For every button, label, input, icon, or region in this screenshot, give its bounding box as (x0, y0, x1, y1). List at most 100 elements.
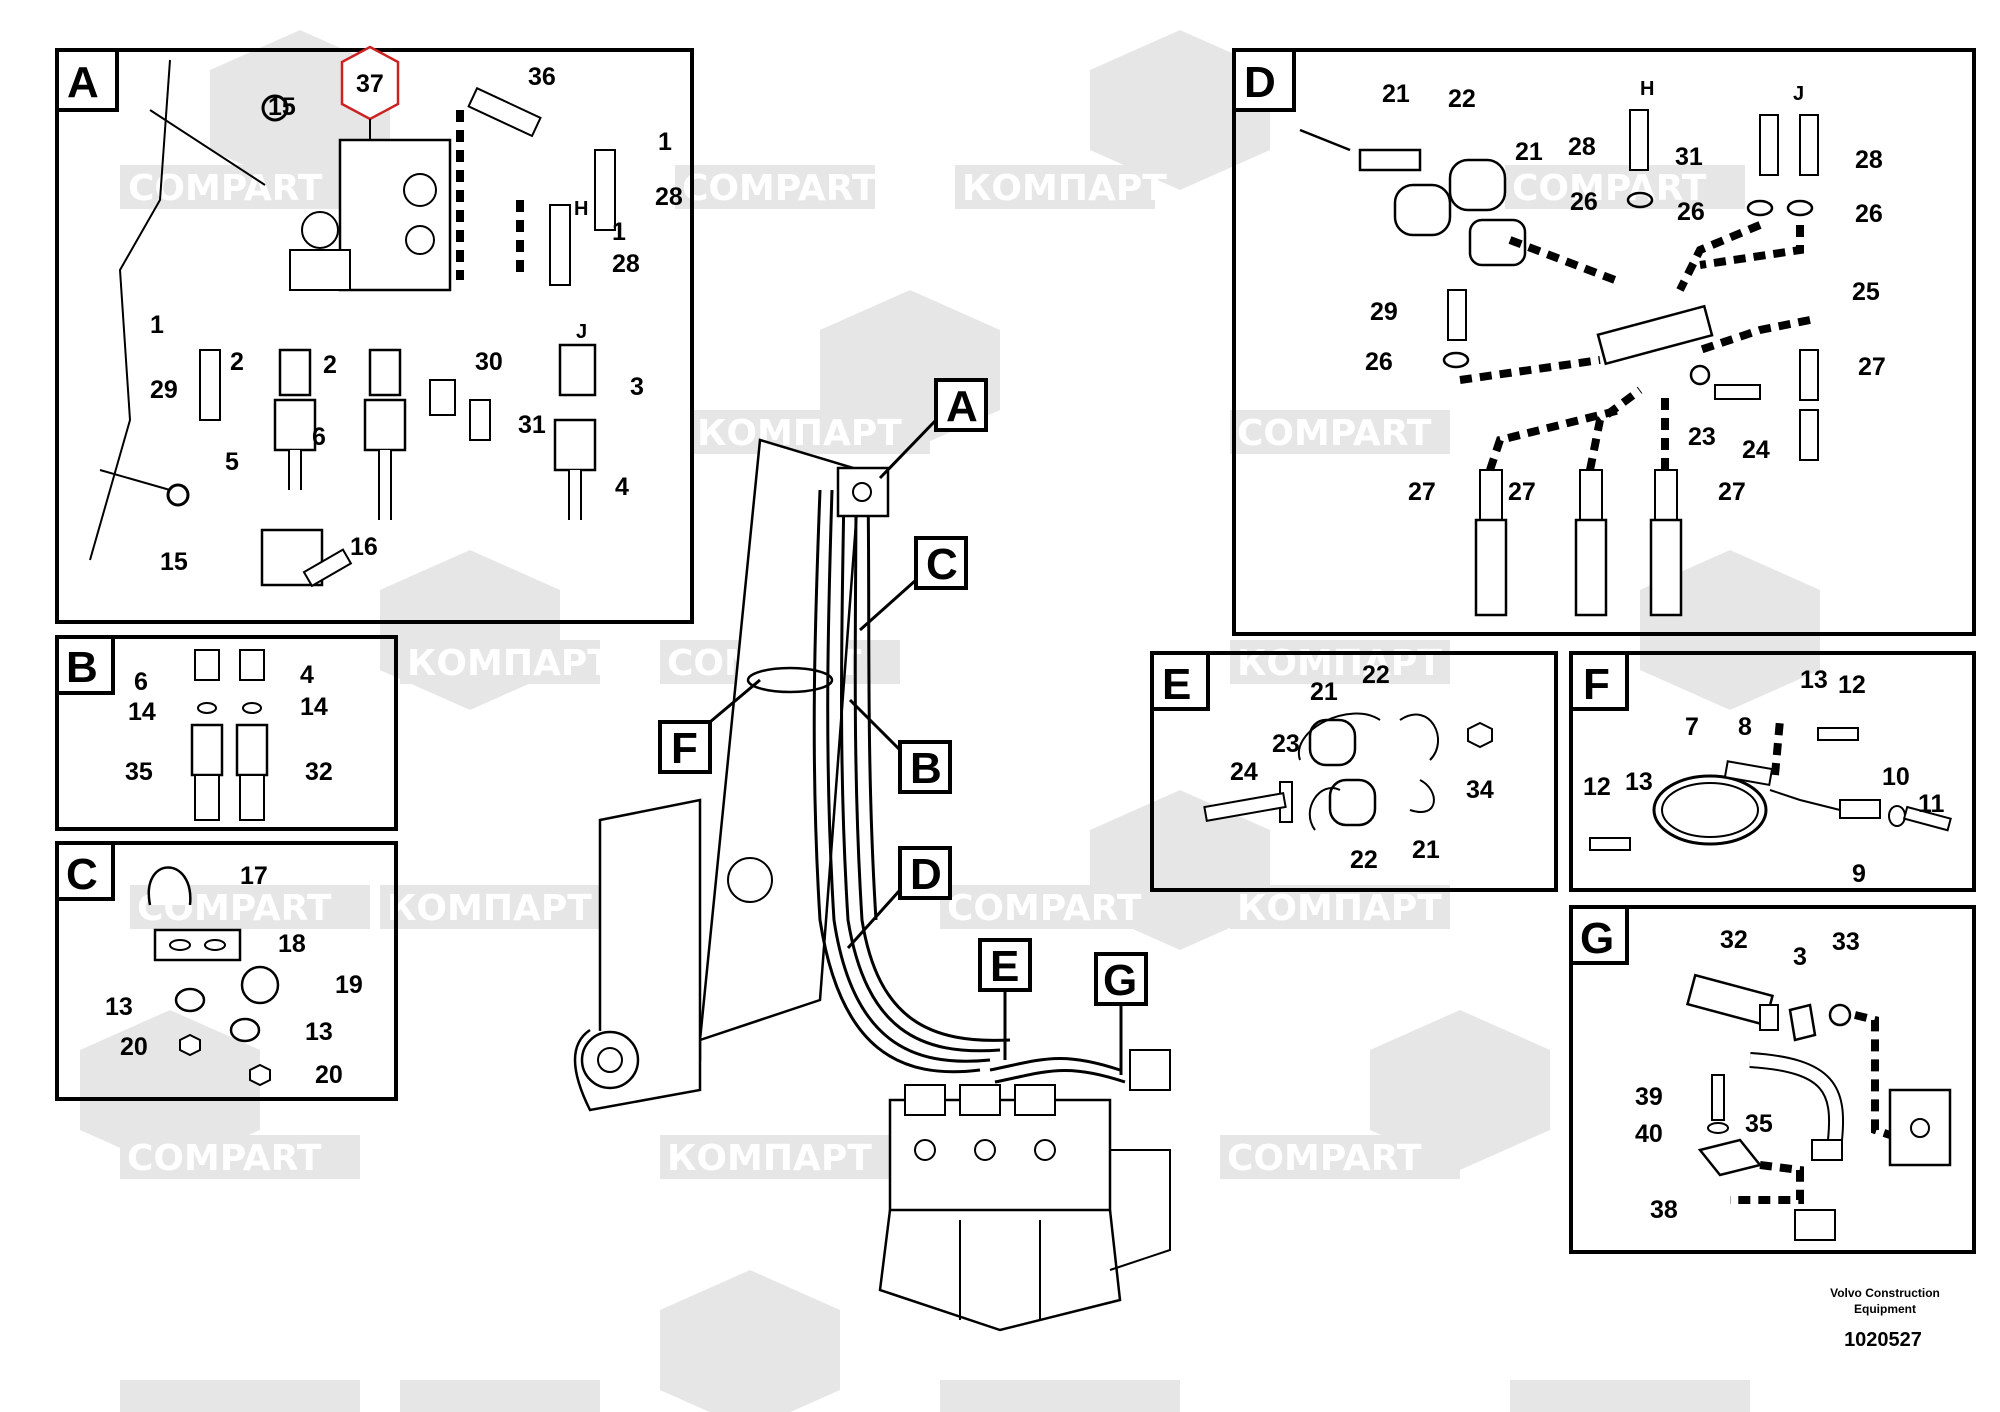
callout-e-letter: E (990, 942, 1019, 991)
part-label: 24 (1742, 436, 1770, 464)
panel-d: D (1232, 48, 1976, 636)
callout-f-letter: F (671, 724, 698, 773)
panel-g-letter: G (1580, 914, 1614, 963)
part-label: 16 (350, 533, 378, 561)
callout-g-letter: G (1103, 956, 1137, 1005)
part-label: 39 (1635, 1083, 1663, 1111)
watermark-text: COMPART (1237, 413, 1432, 454)
hose-label-j: J (1793, 83, 1804, 105)
part-label: 22 (1350, 846, 1378, 874)
panel-b-letter: B (66, 643, 98, 692)
watermark-text: КОМПАРТ (697, 413, 902, 454)
part-label: 27 (1858, 353, 1886, 381)
hose-label-j: J (576, 321, 587, 343)
watermark-text: КОМПАРТ (1237, 643, 1442, 684)
part-label: 36 (528, 63, 556, 91)
part-label: 3 (1793, 943, 1807, 971)
part-label: 10 (1882, 763, 1910, 791)
part-label: 21 (1310, 678, 1338, 706)
part-label: 1 (658, 128, 672, 156)
part-label: 22 (1362, 661, 1390, 689)
hose-label-h: H (1640, 78, 1654, 100)
part-label: 26 (1855, 200, 1883, 228)
part-label: 38 (1650, 1196, 1678, 1224)
drawing-number: 1020527 (1844, 1329, 1922, 1351)
watermark-text: COMPART (1227, 1138, 1422, 1179)
panel-f: F 13 12 7 8 12 13 10 11 9 (1569, 651, 1976, 892)
maker-name: Volvo Construction (1830, 1286, 1940, 1300)
part-label: 30 (475, 348, 503, 376)
watermark-text: COMPART (682, 168, 877, 209)
part-label: 29 (150, 376, 178, 404)
part-label: 13 (1800, 666, 1828, 694)
part-label: 26 (1365, 348, 1393, 376)
part-label: 24 (1230, 758, 1258, 786)
part-label: 13 (1625, 768, 1653, 796)
part-label: 28 (1855, 146, 1883, 174)
callout-d[interactable]: D (846, 846, 952, 950)
part-label: 18 (278, 930, 306, 958)
hose-label-h: H (574, 198, 588, 220)
callout-b[interactable]: B (848, 698, 952, 794)
part-label: 4 (300, 661, 314, 689)
part-label: 26 (1570, 188, 1598, 216)
part-label: 21 (1412, 836, 1440, 864)
part-label: 32 (1720, 926, 1748, 954)
part-label: 35 (1745, 1110, 1773, 1138)
part-label: 28 (655, 183, 683, 211)
panel-d-letter: D (1244, 58, 1276, 107)
panel-a-letter: A (67, 58, 99, 107)
panel-f-drawing (1589, 719, 1952, 851)
bolt (467, 86, 542, 138)
part-label: 12 (1838, 671, 1866, 699)
panel-b: B 6 4 14 14 35 32 (55, 635, 398, 831)
callout-c[interactable]: C (859, 536, 968, 632)
callout-a[interactable]: A (878, 378, 988, 480)
panel-e: E 21 22 23 24 34 22 21 (1150, 651, 1558, 892)
part-label: 11 (1918, 790, 1945, 818)
part-label: 27 (1718, 478, 1746, 506)
part-label: 6 (312, 423, 326, 451)
panel-c: C 17 18 19 13 13 20 20 (55, 841, 398, 1101)
part-label: 14 (300, 693, 328, 721)
part-label: 29 (1370, 298, 1398, 326)
part-label: 28 (1568, 133, 1596, 161)
part-label: 27 (1408, 478, 1436, 506)
panel-e-letter: E (1162, 660, 1191, 709)
part-label: 25 (1852, 278, 1880, 306)
callout-e[interactable]: E (978, 938, 1032, 1060)
part-label: 15 (160, 548, 188, 576)
callout-a-letter: A (946, 382, 978, 431)
part-label: 20 (120, 1033, 148, 1061)
part-label: 1 (612, 218, 626, 246)
callout-b-letter: B (910, 744, 942, 793)
clamp (240, 965, 280, 1005)
watermark-text: КОМПАРТ (1237, 888, 1442, 929)
part-label: 5 (225, 448, 239, 476)
machine-overview (573, 438, 1171, 1332)
panel-c-drawing (147, 866, 280, 1087)
part-label: 35 (125, 758, 153, 786)
part-label: 23 (1272, 730, 1300, 758)
watermark-text: COMPART (1512, 168, 1707, 209)
watermark-layer: COMPART COMPART КОМПАРТ COMPART КОМПАРТ … (80, 30, 1820, 1412)
part-label: 31 (518, 411, 546, 439)
panel-e-drawing (1203, 712, 1493, 831)
clamp-plate (1596, 304, 1714, 366)
panel-a-drawing (89, 59, 616, 588)
panel-g-drawing (1685, 973, 1952, 1241)
part-label: 34 (1466, 776, 1494, 804)
part-label: 23 (1688, 423, 1716, 451)
overview-callouts: A B C D E F G (658, 378, 1148, 1075)
callout-g[interactable]: G (1094, 952, 1148, 1075)
part-label: 19 (335, 971, 363, 999)
footer: Volvo Construction Equipment 1020527 (1830, 1286, 1940, 1351)
part-label: 33 (1832, 928, 1860, 956)
part-label: 28 (612, 250, 640, 278)
callout-f[interactable]: F (658, 678, 761, 774)
part-label: 22 (1448, 85, 1476, 113)
pilot-valve-block (338, 138, 452, 292)
o-ring (261, 94, 289, 122)
maker-name-line2: Equipment (1854, 1302, 1916, 1316)
